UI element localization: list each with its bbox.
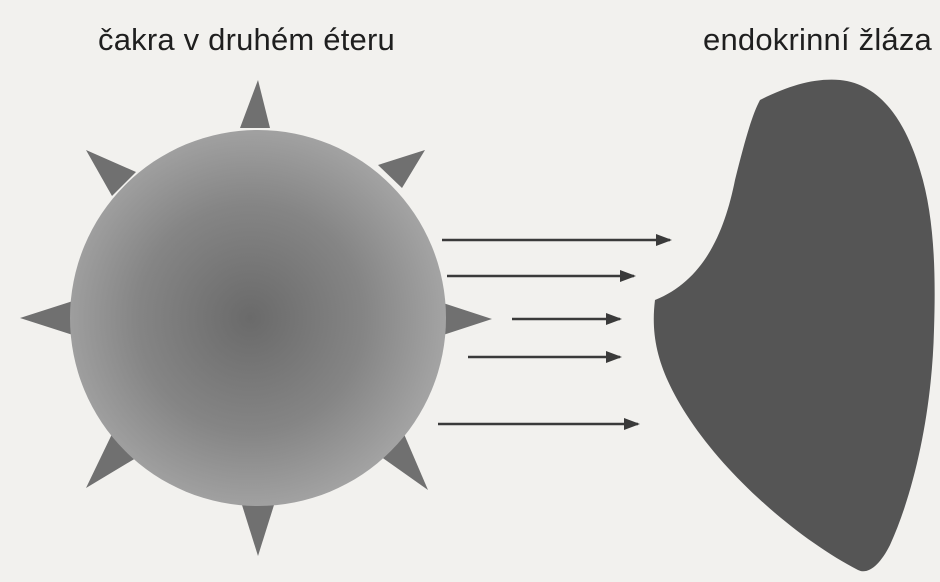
endocrine-gland-label: endokrinní žláza — [703, 22, 932, 58]
endocrine-gland-shape — [654, 80, 935, 572]
spike-bottom — [242, 505, 274, 556]
spike-left — [20, 300, 76, 336]
spike-right — [440, 302, 492, 336]
chakra-disc — [70, 130, 446, 506]
energy-arrows — [438, 240, 670, 424]
spike-top — [240, 80, 270, 128]
chakra-label: čakra v druhém éteru — [98, 22, 395, 58]
